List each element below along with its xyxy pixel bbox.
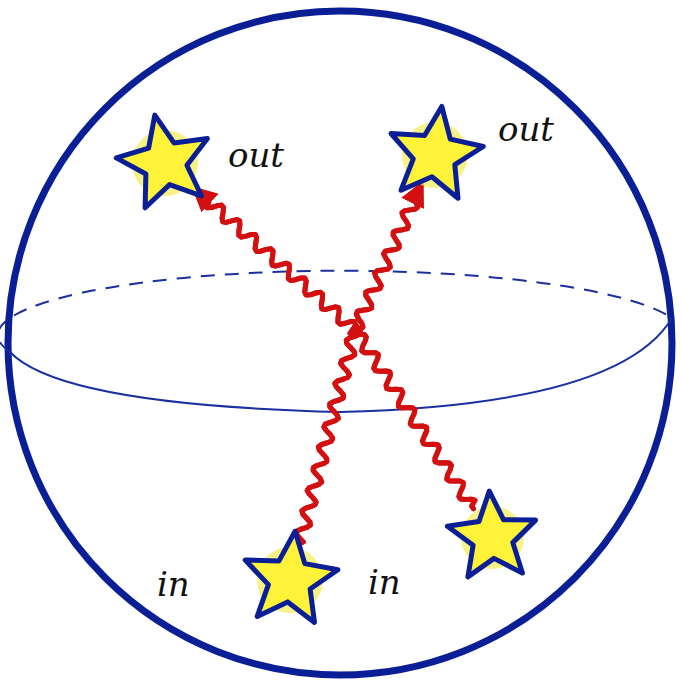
star-shape xyxy=(110,108,220,218)
star-node: in xyxy=(235,525,345,635)
star-label: in xyxy=(157,567,190,601)
star-shape xyxy=(235,525,345,635)
wavy-connector xyxy=(350,185,475,508)
sphere-outline xyxy=(8,11,672,675)
star-shape xyxy=(380,100,490,210)
equator-back xyxy=(0,271,672,352)
star-node: in xyxy=(440,485,545,590)
star-node: out xyxy=(110,108,220,218)
star-node: out xyxy=(380,100,490,210)
star-shape xyxy=(440,485,545,590)
star-label: in xyxy=(368,565,401,599)
star-label: out xyxy=(498,112,554,146)
wavy-connector xyxy=(296,185,421,550)
wavy-connector xyxy=(195,190,360,550)
star-label: out xyxy=(228,138,284,172)
